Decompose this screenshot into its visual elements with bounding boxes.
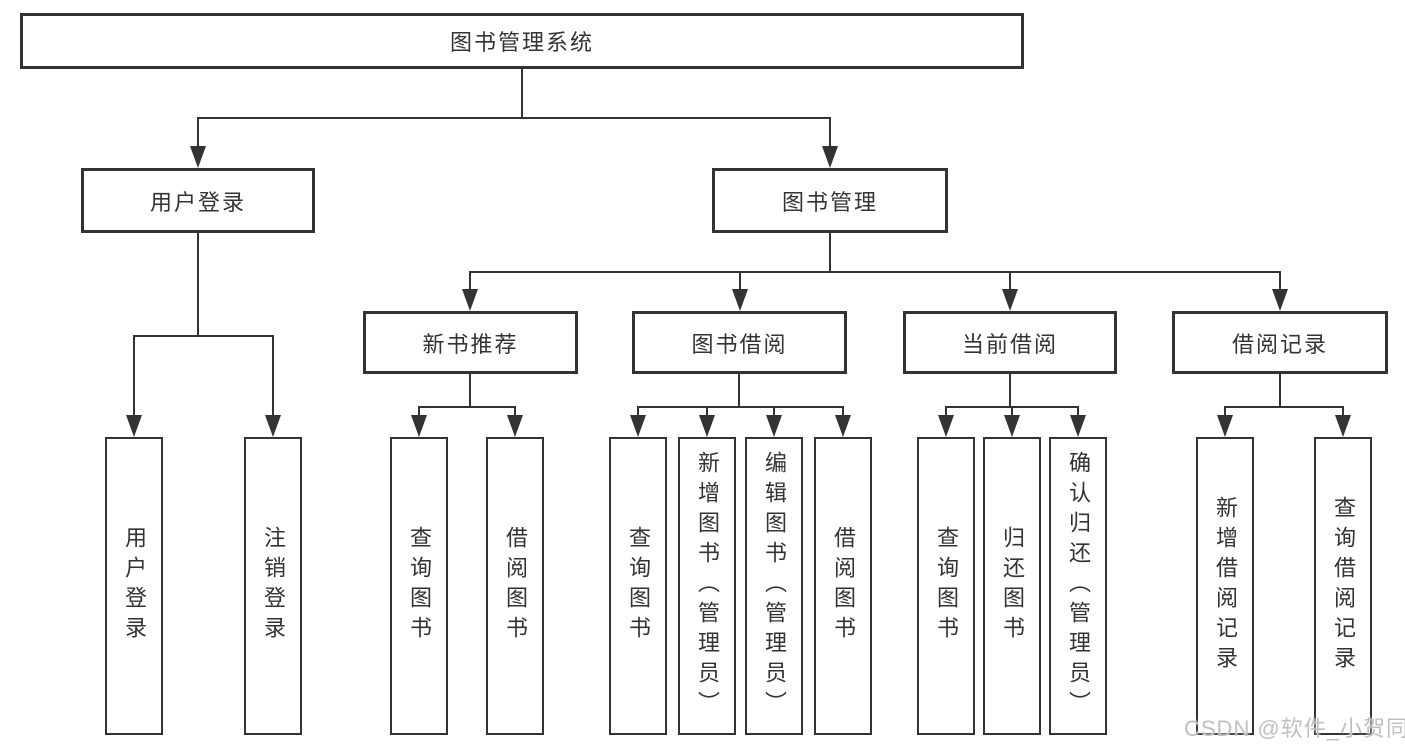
connector-drop-leaf-user-login — [133, 335, 135, 419]
leaf-return-book-label: 归还图书 — [1000, 526, 1025, 646]
leaf-add-borrow-record-label: 新增借阅记录 — [1213, 496, 1238, 676]
connector-drop — [1224, 406, 1226, 418]
connector-drop — [637, 406, 639, 418]
leaf-user-login: 用户登录 — [105, 437, 163, 735]
arrowhead-leaf — [1335, 415, 1351, 437]
connector-borrow-records-rail — [1224, 406, 1344, 408]
watermark: CSDN @软件_小贺同学 — [1184, 716, 1405, 741]
connector-drop — [418, 406, 420, 418]
connector-drop — [945, 406, 947, 418]
connector-drop-book-borrow — [739, 271, 741, 292]
connector-user-login-stem — [197, 233, 199, 336]
node-borrow-records: 借阅记录 — [1172, 311, 1388, 374]
leaf-query-borrow-record-label: 查询借阅记录 — [1331, 496, 1356, 676]
leaf-query-books-borrow: 查询图书 — [609, 437, 667, 735]
arrowhead-leaf — [1217, 415, 1233, 437]
leaf-logout-label: 注销登录 — [261, 526, 286, 646]
node-borrow-records-label: 借阅记录 — [1231, 331, 1328, 357]
leaf-add-book-admin: 新增图书（管理员） — [678, 437, 736, 735]
connector-drop-book-management — [829, 117, 831, 150]
arrowhead-leaf-logout — [265, 415, 281, 437]
leaf-edit-book-admin: 编辑图书（管理员） — [745, 437, 803, 735]
node-new-book-recommend-label: 新书推荐 — [422, 331, 519, 357]
connector-current-borrow-stem — [1009, 374, 1011, 407]
node-book-borrow-label: 图书借阅 — [691, 331, 788, 357]
arrowhead-current-borrow — [1002, 289, 1018, 311]
connector-drop — [514, 406, 516, 418]
connector-drop — [1077, 406, 1079, 418]
arrowhead-leaf — [630, 415, 646, 437]
leaf-query-borrow-record: 查询借阅记录 — [1314, 437, 1372, 735]
arrowhead-leaf — [507, 415, 523, 437]
leaf-logout: 注销登录 — [244, 437, 302, 735]
arrowhead-leaf — [699, 415, 715, 437]
connector-drop-user-login — [197, 117, 199, 150]
connector-new-book-recommend-stem — [469, 374, 471, 407]
leaf-query-books-current: 查询图书 — [917, 437, 975, 735]
connector-user-login-rail — [133, 335, 274, 337]
leaf-borrow-books-label: 借阅图书 — [831, 526, 856, 646]
connector-drop — [1342, 406, 1344, 418]
node-new-book-recommend: 新书推荐 — [363, 311, 578, 374]
connector-drop — [842, 406, 844, 418]
leaf-borrow-books-recommend: 借阅图书 — [486, 437, 544, 735]
arrowhead-book-borrow — [732, 289, 748, 311]
connector-level2-rail — [469, 271, 1281, 273]
leaf-confirm-return-admin-label: 确认归还（管理员） — [1066, 451, 1091, 721]
connector-root-stem — [521, 69, 523, 118]
arrowhead-user-login — [190, 146, 206, 168]
node-current-borrow-label: 当前借阅 — [961, 331, 1058, 357]
arrowhead-leaf — [411, 415, 427, 437]
arrowhead-leaf — [766, 415, 782, 437]
arrowhead-borrow-records — [1272, 289, 1288, 311]
leaf-borrow-books-recommend-label: 借阅图书 — [503, 526, 528, 646]
node-root: 图书管理系统 — [20, 13, 1024, 69]
node-book-management: 图书管理 — [712, 168, 948, 233]
arrowhead-book-management — [822, 146, 838, 168]
leaf-query-books-borrow-label: 查询图书 — [626, 526, 651, 646]
connector-drop — [1011, 406, 1013, 418]
connector-drop — [773, 406, 775, 418]
arrowhead-leaf — [1004, 415, 1020, 437]
arrowhead-leaf — [1070, 415, 1086, 437]
connector-drop — [706, 406, 708, 418]
connector-drop-leaf-logout — [272, 335, 274, 419]
leaf-user-login-label: 用户登录 — [122, 526, 147, 646]
arrowhead-leaf — [835, 415, 851, 437]
connector-drop-current-borrow — [1009, 271, 1011, 292]
connector-borrow-records-stem — [1279, 374, 1281, 407]
connector-drop-new-book-recommend — [469, 271, 471, 292]
connector-book-borrow-stem — [738, 374, 740, 407]
leaf-add-book-admin-label: 新增图书（管理员） — [695, 451, 720, 721]
leaf-query-books-current-label: 查询图书 — [934, 526, 959, 646]
node-user-login-label: 用户登录 — [149, 189, 246, 215]
arrowhead-leaf-user-login — [126, 415, 142, 437]
leaf-edit-book-admin-label: 编辑图书（管理员） — [762, 451, 787, 721]
connector-drop-borrow-records — [1279, 271, 1281, 292]
node-current-borrow: 当前借阅 — [903, 311, 1117, 374]
node-root-label: 图书管理系统 — [449, 30, 594, 55]
arrowhead-leaf — [938, 415, 954, 437]
connector-level1-rail — [197, 117, 831, 119]
leaf-query-books-recommend-label: 查询图书 — [407, 526, 432, 646]
leaf-query-books-recommend: 查询图书 — [390, 437, 448, 735]
arrowhead-new-book-recommend — [462, 289, 478, 311]
node-book-borrow: 图书借阅 — [632, 311, 847, 374]
leaf-borrow-books: 借阅图书 — [814, 437, 872, 735]
leaf-add-borrow-record: 新增借阅记录 — [1196, 437, 1254, 735]
node-book-management-label: 图书管理 — [781, 189, 878, 215]
connector-book-borrow-rail — [637, 406, 844, 408]
leaf-confirm-return-admin: 确认归还（管理员） — [1049, 437, 1107, 735]
connector-book-management-stem — [829, 233, 831, 272]
connector-new-book-recommend-rail — [418, 406, 516, 408]
leaf-return-book: 归还图书 — [983, 437, 1041, 735]
node-user-login: 用户登录 — [81, 168, 315, 233]
